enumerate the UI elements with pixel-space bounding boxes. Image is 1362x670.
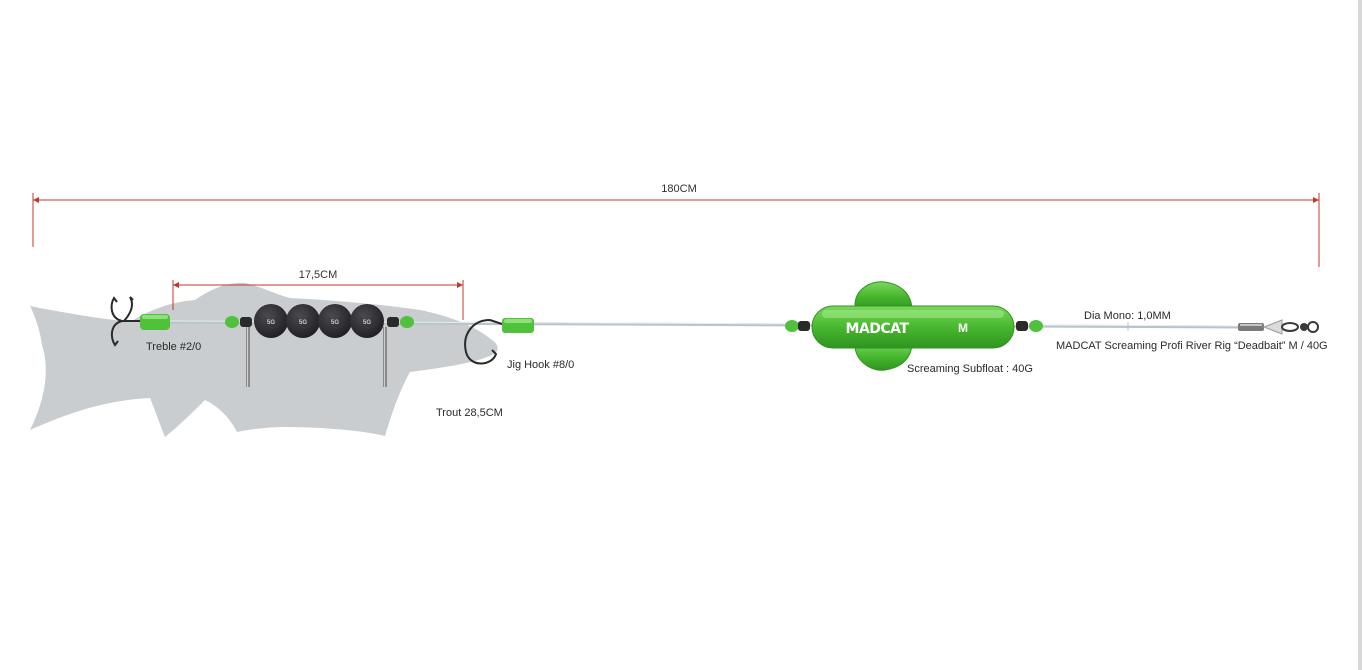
jig-hook-icon xyxy=(464,318,506,365)
weight-label: 5G xyxy=(299,320,307,326)
treble-label: Treble #2/0 xyxy=(146,341,201,353)
product-title: MADCAT Screaming Profi River Rig “Deadba… xyxy=(1056,340,1328,352)
scrollbar[interactable] xyxy=(1358,0,1362,670)
treble-hook-icon xyxy=(110,296,140,347)
total-length-label: 180CM xyxy=(661,183,696,195)
mono-label: Dia Mono: 1,0MM xyxy=(1084,310,1171,322)
bead-left xyxy=(225,316,239,328)
weight-label: 5G xyxy=(363,320,371,326)
float-size-label: M xyxy=(958,321,968,335)
bait-label: Trout 28,5CM xyxy=(436,407,503,419)
weight-label: 5G xyxy=(267,320,275,326)
subfloat xyxy=(785,281,1043,371)
lead-span-dimension xyxy=(172,280,464,320)
float-brand-logo: MADCAT xyxy=(846,321,910,337)
subfloat-label: Screaming Subfloat : 40G xyxy=(907,363,1033,375)
swivel-icon xyxy=(1238,319,1319,335)
lead-span-label: 17,5CM xyxy=(299,269,338,281)
weight-label: 5G xyxy=(331,320,339,326)
jig-hook-label: Jig Hook #8/0 xyxy=(507,359,574,371)
bead-right xyxy=(400,316,414,328)
lead-weights xyxy=(254,304,384,338)
total-length-dimension xyxy=(32,193,1320,267)
